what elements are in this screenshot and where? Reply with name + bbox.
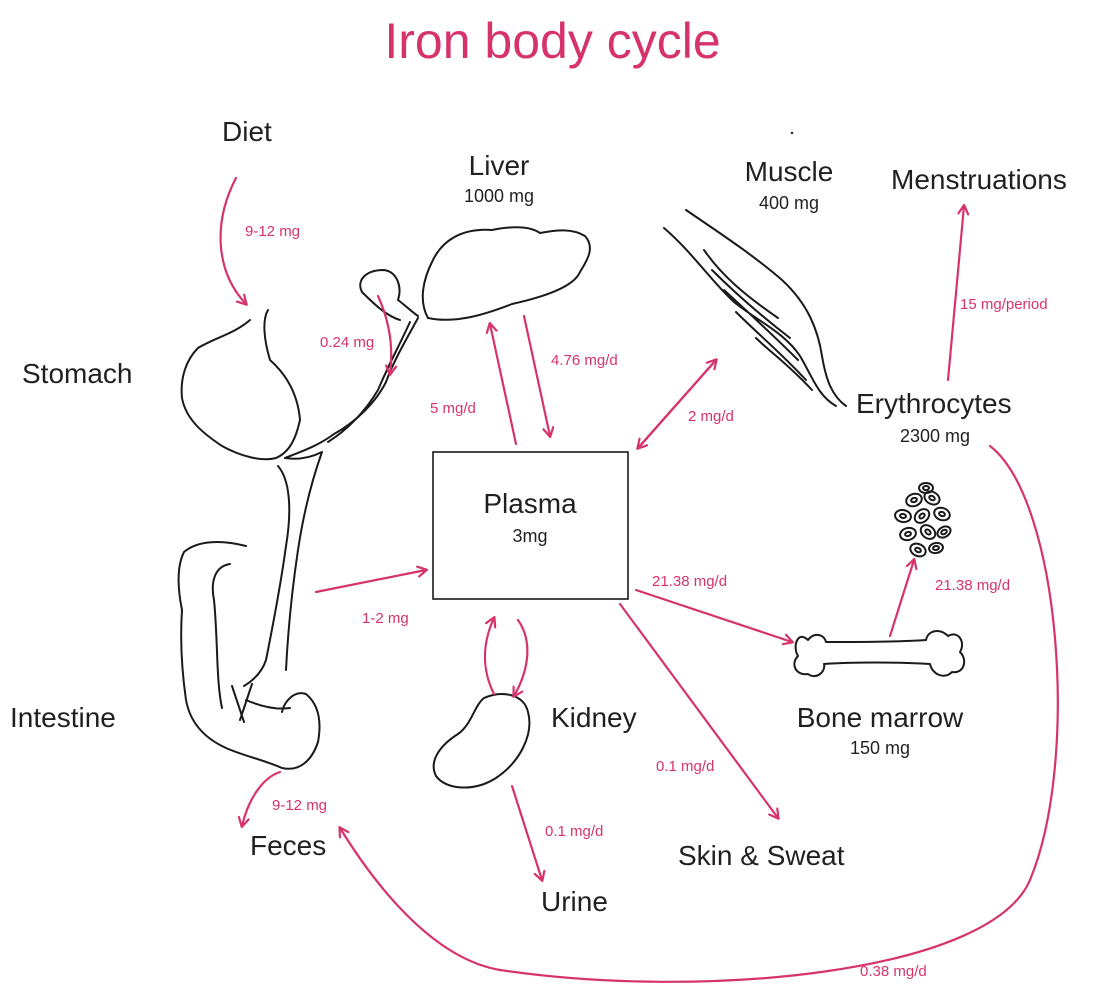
muscle-sketch — [664, 210, 846, 406]
flow-intestine-plasma: 1-2 mg — [362, 610, 409, 627]
arrow-plasma-bone — [636, 590, 792, 642]
liver-sketch — [423, 227, 590, 320]
arrow-plasma-skin — [620, 604, 778, 818]
intestine-sketch — [179, 542, 320, 769]
stomach-sketch — [182, 310, 300, 459]
erythrocytes-amount: 2300 mg — [900, 426, 970, 447]
arrow-liver-plasma — [524, 316, 550, 436]
ink-dot — [791, 132, 793, 134]
flow-plasma-bone-marrow: 21.38 mg/d — [652, 573, 727, 590]
muscle-amount: 400 mg — [759, 193, 819, 214]
flow-menstruations: 15 mg/period — [960, 296, 1048, 313]
arrow-kidney-plasma — [485, 618, 494, 694]
arrow-intestine-plasma — [316, 570, 426, 592]
flow-diet-stomach: 9-12 mg — [245, 223, 300, 240]
bone-marrow-amount: 150 mg — [850, 738, 910, 759]
arrow-plasma-liver — [490, 324, 516, 444]
intestine-label: Intestine — [10, 702, 116, 734]
feces-label: Feces — [250, 830, 326, 862]
diagram-title: Iron body cycle — [0, 12, 1105, 70]
flow-liver-bile: 0.24 mg — [320, 334, 374, 351]
arrow-plasma-kidney — [514, 620, 527, 696]
flow-intestine-feces: 9-12 mg — [272, 797, 327, 814]
flow-kidney-urine: 0.1 mg/d — [545, 823, 603, 840]
menstruations-label: Menstruations — [891, 164, 1067, 196]
erythrocytes-label: Erythrocytes — [856, 388, 1012, 420]
arrow-erythrocytes-menstruations — [948, 206, 964, 380]
plasma-label: Plasma — [483, 488, 576, 520]
arrow-diet-stomach — [221, 178, 246, 304]
plasma-amount: 3mg — [512, 526, 547, 547]
urine-label: Urine — [541, 886, 608, 918]
arrow-bone-erythrocytes — [890, 560, 914, 636]
arrow-muscle-plasma — [638, 360, 716, 448]
liver-amount: 1000 mg — [464, 186, 534, 207]
diet-label: Diet — [222, 116, 272, 148]
flow-plasma-liver: 5 mg/d — [430, 400, 476, 417]
flow-plasma-muscle: 2 mg/d — [688, 408, 734, 425]
flow-erythrocytes-feces: 0.38 mg/d — [860, 963, 927, 980]
kidney-label: Kidney — [551, 702, 637, 734]
flow-liver-plasma: 4.76 mg/d — [551, 352, 618, 369]
skin-sweat-label: Skin & Sweat — [678, 840, 845, 872]
liver-label: Liver — [469, 150, 530, 182]
gallbladder-sketch — [360, 270, 418, 320]
stomach-label: Stomach — [22, 358, 133, 390]
erythrocytes-cluster — [894, 483, 952, 559]
flow-bone-marrow-erythrocytes: 21.38 mg/d — [935, 577, 1010, 594]
kidney-sketch — [434, 694, 530, 787]
bone-marrow-label: Bone marrow — [797, 702, 964, 734]
duodenum-sketch — [244, 452, 322, 686]
flow-plasma-skin: 0.1 mg/d — [656, 758, 714, 775]
arrow-kidney-urine — [512, 786, 542, 880]
muscle-label: Muscle — [745, 156, 834, 188]
bone-sketch — [794, 631, 964, 676]
